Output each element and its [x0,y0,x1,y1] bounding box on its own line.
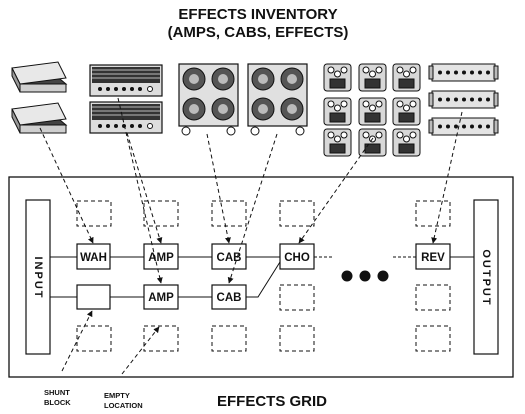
stompbox-1-2 [392,97,421,126]
rack-unit-1 [428,90,499,109]
input-label: INPUT [32,257,44,300]
stompbox-0-2 [392,63,421,92]
shunt-note-line2: BLOCK [44,398,71,407]
inventory-subtitle: (AMPS, CABS, EFFECTS) [168,24,349,41]
effects-grid-title: EFFECTS GRID [217,393,327,410]
shunt-block [76,284,111,310]
stompbox-2-0 [323,128,352,157]
amp-bottom-label: AMP [148,292,174,304]
empty-location-2 [211,200,247,227]
empty-location-1 [143,200,179,227]
input-bar [25,199,51,355]
output-bar [473,199,499,355]
stompbox-2-2 [392,128,421,157]
amp-top-label: AMP [148,252,174,264]
stompbox-1-0 [323,97,352,126]
stompbox-effect-icon [323,63,421,157]
cab-block-top: CAB [211,243,247,270]
empty-locations [76,200,451,352]
cab-bottom-label: CAB [217,292,242,304]
empty-location-6 [415,284,451,311]
cho-block: CHO [279,243,315,270]
empty-location-11 [415,325,451,352]
wah-label: WAH [80,252,107,264]
output-label: OUTPUT [480,249,492,306]
empty-location-3 [279,200,315,227]
empty-location-5 [279,284,315,311]
pedal-board-icon [11,61,68,134]
empty-location-0 [76,200,112,227]
speaker-cabinet-icon [178,63,308,136]
effects-grid-frame [8,176,514,378]
wah-block: WAH [76,243,111,270]
empty-note-line1: EMPTY [104,391,130,400]
empty-location-7 [76,325,112,352]
stompbox-0-0 [323,63,352,92]
rack-unit-2 [428,117,499,136]
empty-location-8 [143,325,179,352]
cab-block-bottom: CAB [211,284,247,310]
rack-unit-icon [428,63,499,136]
signal-paths [50,256,474,298]
cab-top-label: CAB [217,252,242,264]
amp-block-top: AMP [143,243,179,270]
stompbox-1-1 [358,97,387,126]
empty-location-9 [211,325,247,352]
empty-note-line2: LOCATION [104,401,143,410]
amp-head-icon [89,64,163,134]
amp-block-bottom: AMP [143,284,179,310]
stompbox-0-1 [358,63,387,92]
shunt-note-line1: SHUNT [44,388,70,397]
empty-location-10 [279,325,315,352]
empty-location-4 [415,200,451,227]
rev-label: REV [421,252,445,264]
assignment-arrows [39,97,463,375]
inventory-title: EFFECTS INVENTORY [178,6,337,23]
cho-label: CHO [284,252,310,264]
continuation-dots [341,270,389,282]
rack-unit-0 [428,63,499,82]
rev-block: REV [415,243,451,270]
